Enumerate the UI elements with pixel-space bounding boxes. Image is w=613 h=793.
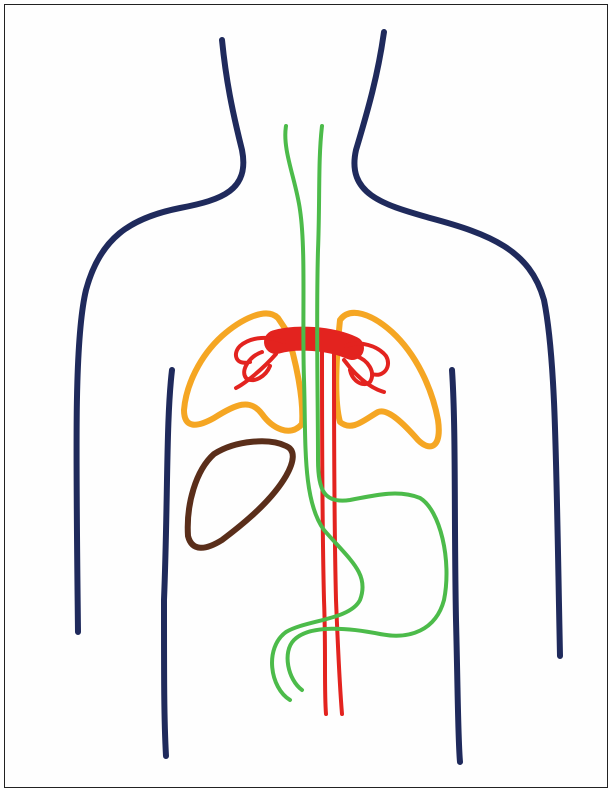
esophagus-right (288, 126, 447, 690)
right-lung (336, 313, 439, 447)
aortic-arch-band (276, 339, 352, 348)
torso-line-right (452, 370, 460, 762)
torso-line-left (164, 370, 172, 756)
liver (188, 441, 293, 547)
